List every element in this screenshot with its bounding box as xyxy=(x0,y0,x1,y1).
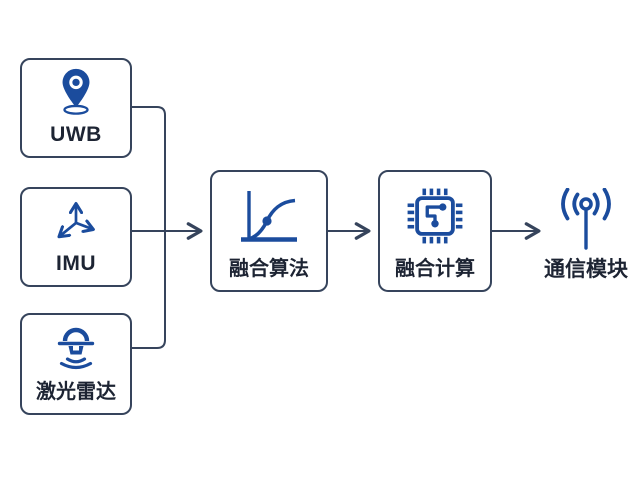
node-label-imu: IMU xyxy=(56,252,96,275)
node-label-uwb: UWB xyxy=(50,123,102,146)
lidar-sensor-icon xyxy=(50,315,102,382)
processor-chip-icon xyxy=(404,172,466,259)
node-comm-module: 通信模块 xyxy=(536,187,636,281)
node-uwb: UWB xyxy=(20,58,132,158)
node-fusion-algorithm: 融合算法 xyxy=(210,170,328,292)
node-label-fusion-computing: 融合计算 xyxy=(395,258,475,280)
node-label-fusion-algorithm: 融合算法 xyxy=(229,258,309,280)
fusion-curve-icon xyxy=(237,172,301,259)
bus-connector xyxy=(132,106,166,349)
node-lidar: 激光雷达 xyxy=(20,313,132,415)
xyz-axes-icon xyxy=(51,189,101,253)
node-fusion-computing: 融合计算 xyxy=(378,170,492,292)
node-label-lidar: 激光雷达 xyxy=(36,381,116,403)
location-pin-icon xyxy=(51,60,101,124)
node-label-comm-module: 通信模块 xyxy=(544,258,628,281)
node-imu: IMU xyxy=(20,187,132,287)
antenna-signal-icon xyxy=(550,187,622,255)
